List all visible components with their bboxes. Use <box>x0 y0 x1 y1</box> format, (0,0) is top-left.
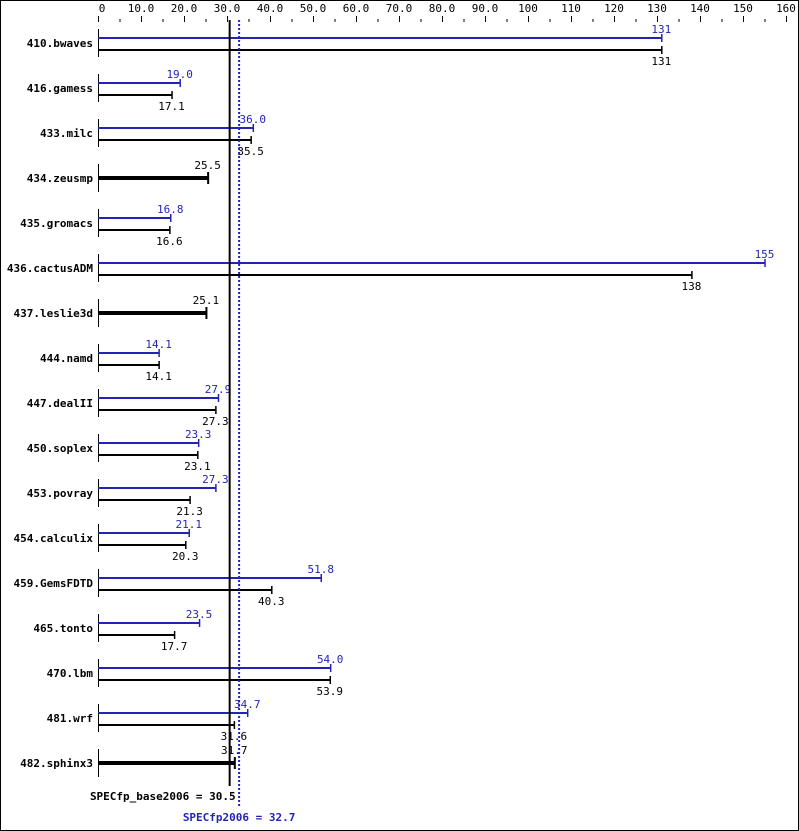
x-tick-label: 30.0 <box>214 2 241 15</box>
base-value-label: 14.1 <box>145 370 172 383</box>
peak-value-label: 27.9 <box>205 383 232 396</box>
x-tick-label: 40.0 <box>257 2 284 15</box>
category-label: 416.gamess <box>27 82 93 95</box>
x-tick-label: 130 <box>647 2 667 15</box>
peak-value-label: 54.0 <box>317 653 344 666</box>
peak-value-label: 51.8 <box>307 563 334 576</box>
category-label: 444.namd <box>40 352 93 365</box>
peak-value-label: 23.3 <box>185 428 212 441</box>
peak-value-label: 34.7 <box>234 698 261 711</box>
x-tick-label: 110 <box>561 2 581 15</box>
base-value-label: 17.1 <box>158 100 185 113</box>
x-tick-label: 140 <box>690 2 710 15</box>
base-value-label: 25.1 <box>193 294 220 307</box>
peak-value-label: 21.1 <box>175 518 202 531</box>
x-tick-label: 90.0 <box>472 2 499 15</box>
x-tick-label: 70.0 <box>386 2 413 15</box>
base-value-label: 138 <box>681 280 701 293</box>
category-label: 453.povray <box>27 487 94 500</box>
base-value-label: 25.5 <box>194 159 221 172</box>
peak-value-label: 19.0 <box>166 68 193 81</box>
peak-value-label: 14.1 <box>145 338 172 351</box>
peak-value-label: 155 <box>755 248 775 261</box>
category-label: 437.leslie3d <box>14 307 93 320</box>
category-label: 482.sphinx3 <box>20 757 93 770</box>
category-label: 435.gromacs <box>20 217 93 230</box>
x-tick-label: 120 <box>604 2 624 15</box>
category-label: 470.lbm <box>47 667 94 680</box>
base-value-label: 21.3 <box>176 505 203 518</box>
peak-value-label: 36.0 <box>240 113 267 126</box>
x-tick-label: 100 <box>518 2 538 15</box>
base-value-label: 17.7 <box>161 640 188 653</box>
base-reference-label: SPECfp_base2006 = 30.5 <box>90 790 236 803</box>
category-label: 450.soplex <box>27 442 94 455</box>
base-value-label: 31.7 <box>221 744 248 757</box>
base-value-label: 31.6 <box>221 730 248 743</box>
x-tick-label: 0 <box>99 2 106 15</box>
x-tick-label: 150 <box>733 2 753 15</box>
category-label: 465.tonto <box>33 622 93 635</box>
peak-reference-label: SPECfp2006 = 32.7 <box>183 811 296 824</box>
category-label: 434.zeusmp <box>27 172 94 185</box>
category-label: 436.cactusADM <box>7 262 93 275</box>
x-tick-label: 50.0 <box>300 2 327 15</box>
category-label: 454.calculix <box>14 532 94 545</box>
category-label: 481.wrf <box>47 712 93 725</box>
peak-value-label: 27.3 <box>202 473 229 486</box>
category-label: 459.GemsFDTD <box>14 577 94 590</box>
base-value-label: 27.3 <box>202 415 229 428</box>
x-tick-label: 20.0 <box>171 2 198 15</box>
x-tick-label: 60.0 <box>343 2 370 15</box>
category-label: 410.bwaves <box>27 37 93 50</box>
base-value-label: 35.5 <box>237 145 264 158</box>
x-tick-label: 80.0 <box>429 2 456 15</box>
base-value-label: 53.9 <box>317 685 344 698</box>
base-value-label: 131 <box>651 55 671 68</box>
x-tick-label: 160 <box>776 2 796 15</box>
peak-value-label: 131 <box>651 23 671 36</box>
base-value-label: 16.6 <box>156 235 183 248</box>
peak-value-label: 23.5 <box>186 608 213 621</box>
category-label: 447.dealII <box>27 397 93 410</box>
category-label: 433.milc <box>40 127 93 140</box>
base-value-label: 20.3 <box>172 550 199 563</box>
peak-value-label: 16.8 <box>157 203 184 216</box>
base-value-label: 23.1 <box>184 460 211 473</box>
x-tick-label: 10.0 <box>128 2 155 15</box>
base-value-label: 40.3 <box>258 595 285 608</box>
